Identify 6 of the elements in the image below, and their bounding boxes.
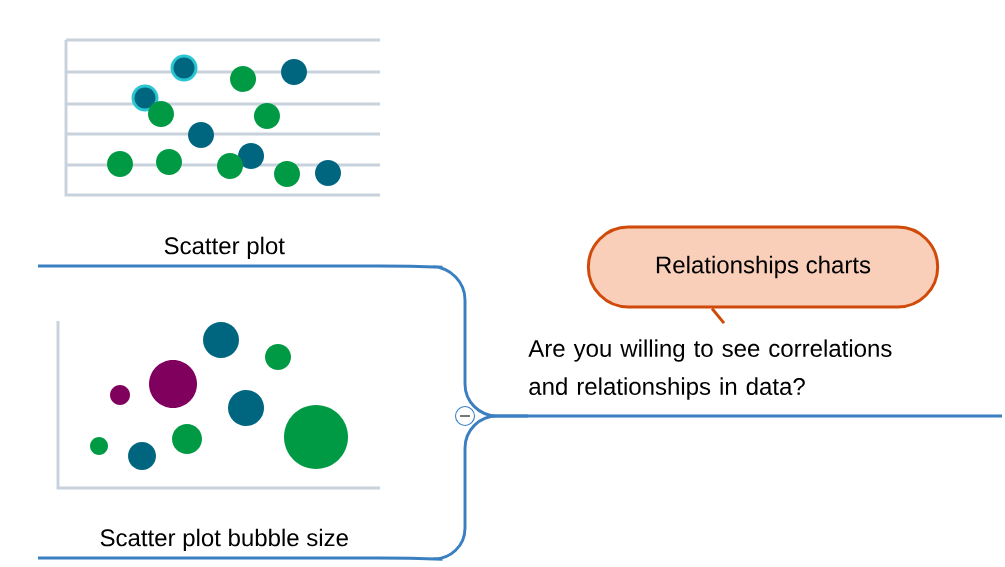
branch-line — [38, 414, 528, 561]
callout-bubble: Relationships charts — [586, 225, 940, 309]
topic-text: Are you willing to see correlations and relationships in data? — [528, 339, 892, 400]
subtopic-text: Scatter plot bubble size — [100, 528, 348, 552]
branch-line — [528, 414, 1002, 418]
subtopic-text: Scatter plot — [164, 236, 285, 260]
